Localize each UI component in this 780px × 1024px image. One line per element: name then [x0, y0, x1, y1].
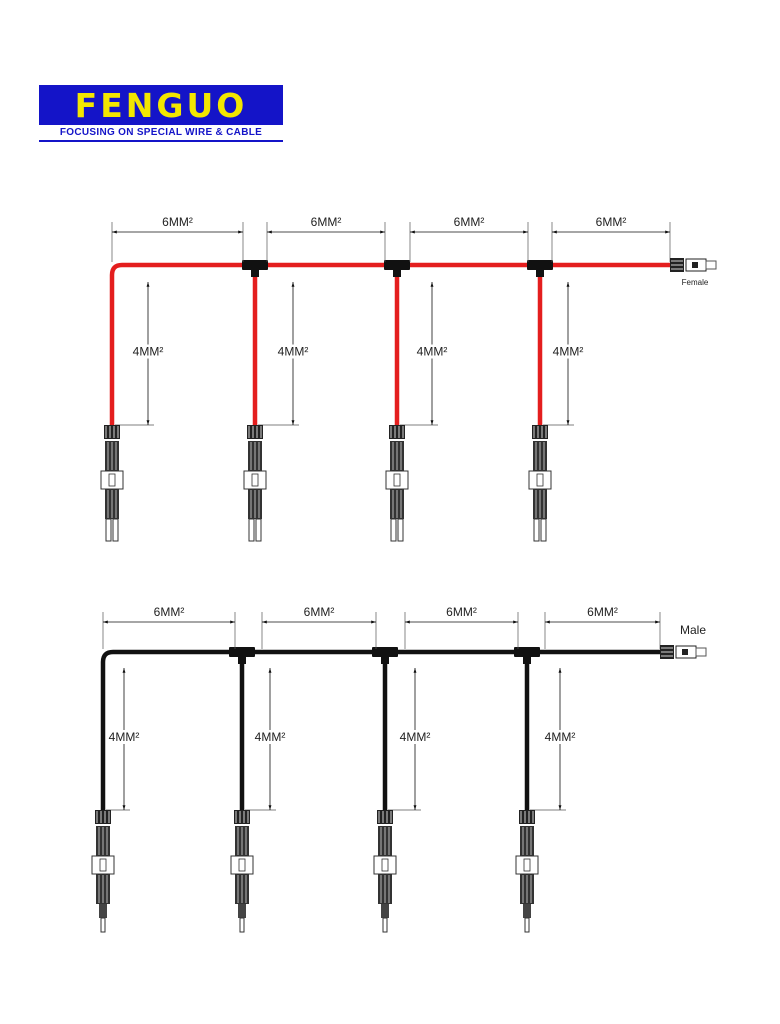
black-cable-assembly: 6MM² 6MM² 6MM² 6MM² 4MM² 4MM² 4MM² 4MM² Male — [91, 605, 707, 933]
label-background — [254, 730, 286, 744]
branch-gauge-label: 4MM² — [553, 345, 584, 359]
label-background — [108, 730, 140, 744]
branch-gauge-label: 4MM² — [545, 730, 576, 744]
end-connector-label: Female — [682, 278, 709, 287]
male-end-connector-icon — [660, 645, 707, 659]
connector-pin — [382, 917, 388, 933]
t-branch-connector-icon — [527, 260, 553, 270]
connector-pin — [390, 518, 397, 542]
connector-pin — [255, 518, 262, 542]
connector-nut — [532, 425, 548, 439]
t-branch-stem — [381, 655, 389, 664]
lock-latch — [108, 473, 116, 487]
branch-gauge-label: 4MM² — [109, 730, 140, 744]
label-background — [416, 344, 448, 359]
trunk-cable — [109, 262, 670, 425]
connector-pin — [112, 518, 119, 542]
label-background — [399, 730, 431, 744]
t-branch-stem — [251, 268, 259, 277]
trunk-gauge-label: 6MM² — [454, 215, 485, 229]
connector-tail — [381, 904, 389, 918]
trunk-gauge-label: 6MM² — [154, 605, 185, 619]
t-branch-connector-icon — [514, 647, 540, 657]
label-background — [544, 730, 576, 744]
connector-nut — [247, 425, 263, 439]
t-branch-connector-icon — [372, 647, 398, 657]
t-branch-stem — [238, 655, 246, 664]
branch-connector-icon — [528, 425, 552, 542]
connector-nut — [104, 425, 120, 439]
branch-connector-icon — [385, 425, 409, 542]
end-connector-label: Male — [680, 623, 706, 637]
trunk-gauge-label: 6MM² — [311, 215, 342, 229]
connector-pin — [105, 518, 112, 542]
lock-latch — [523, 858, 531, 872]
trunk-cable — [100, 649, 660, 810]
connector-pin — [100, 917, 106, 933]
lock-latch — [251, 473, 259, 487]
t-branch-stem — [393, 268, 401, 277]
end-connector-latch — [682, 649, 688, 655]
t-branch-connector-icon — [384, 260, 410, 270]
branch-connector-icon — [243, 425, 267, 542]
branch-gauge-label: 4MM² — [417, 345, 448, 359]
connector-tail — [99, 904, 107, 918]
lock-latch — [99, 858, 107, 872]
fenguo-logo: FENGUO FOCUSING ON SPECIAL WIRE & CABLE — [39, 85, 283, 142]
t-branch-stem — [536, 268, 544, 277]
logo-tagline: FOCUSING ON SPECIAL WIRE & CABLE — [39, 125, 283, 142]
connector-pin — [540, 518, 547, 542]
lock-latch — [381, 858, 389, 872]
end-connector-tip — [695, 647, 707, 657]
t-branch-connector-icon — [242, 260, 268, 270]
label-background — [552, 344, 584, 359]
branch-connector-icon — [100, 425, 124, 542]
connector-pin — [248, 518, 255, 542]
trunk-gauge-label: 6MM² — [596, 215, 627, 229]
connector-nut — [519, 810, 535, 824]
lock-latch — [393, 473, 401, 487]
connector-nut — [95, 810, 111, 824]
trunk-gauge-label: 6MM² — [162, 215, 193, 229]
label-background — [132, 344, 164, 359]
connector-pin — [533, 518, 540, 542]
connector-pin — [524, 917, 530, 933]
t-branch-stem — [523, 655, 531, 664]
end-connector-tip — [705, 260, 717, 270]
female-end-connector-icon — [670, 258, 717, 272]
lock-latch — [238, 858, 246, 872]
connector-nut — [389, 425, 405, 439]
label-background — [277, 344, 309, 359]
connector-tail — [523, 904, 531, 918]
trunk-gauge-label: 6MM² — [587, 605, 618, 619]
connector-pin — [239, 917, 245, 933]
logo-wordmark: FENGUO — [74, 86, 248, 125]
branch-gauge-label: 4MM² — [255, 730, 286, 744]
connector-nut — [234, 810, 250, 824]
branch-gauge-label: 4MM² — [400, 730, 431, 744]
connector-tail — [238, 904, 246, 918]
branch-gauge-label: 4MM² — [278, 345, 309, 359]
branch-gauge-label: 4MM² — [133, 345, 164, 359]
t-branch-connector-icon — [229, 647, 255, 657]
lock-latch — [536, 473, 544, 487]
branch-connector-icon — [515, 810, 539, 933]
end-connector-latch — [692, 262, 698, 268]
branch-connector-icon — [230, 810, 254, 933]
connector-pin — [397, 518, 404, 542]
red-cable-assembly: 6MM² 6MM² 6MM² 6MM² 4MM² 4MM² 4MM² 4MM² Female — [100, 215, 717, 542]
branch-connector-icon — [373, 810, 397, 933]
branch-connector-icon — [91, 810, 115, 933]
trunk-gauge-label: 6MM² — [304, 605, 335, 619]
connector-nut — [377, 810, 393, 824]
trunk-gauge-label: 6MM² — [446, 605, 477, 619]
